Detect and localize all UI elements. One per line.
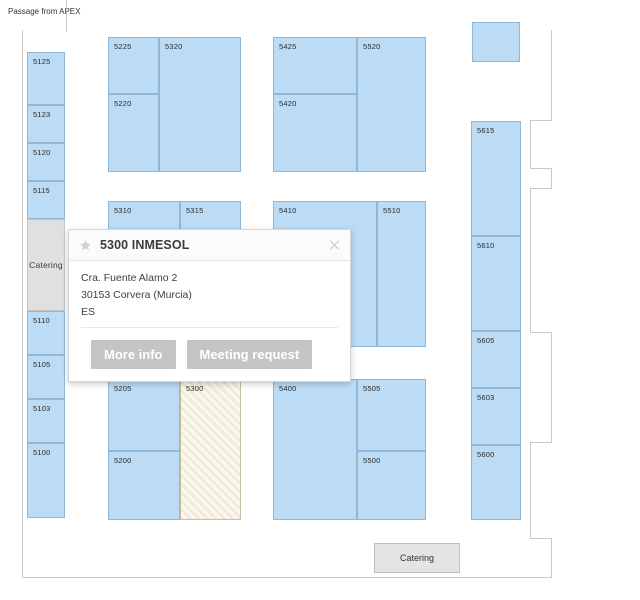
- booth-5300-selected[interactable]: 5300: [180, 379, 241, 520]
- booth-label: 5500: [363, 456, 381, 465]
- hall-bottom-wall: [22, 577, 552, 578]
- booth-5510[interactable]: 5510: [377, 201, 426, 347]
- booth-5103[interactable]: 5103: [27, 399, 65, 443]
- booth-5220[interactable]: 5220: [108, 94, 159, 172]
- right-wall-seg-2: [551, 168, 552, 188]
- booth-label: 5320: [165, 42, 183, 51]
- address-line-3: ES: [81, 306, 96, 318]
- popup-body: Cra. Fuente Alamo 2 30153 Corvera (Murci…: [69, 261, 350, 332]
- booth-5615[interactable]: 5615: [471, 121, 521, 236]
- booth-5605[interactable]: 5605: [471, 331, 521, 388]
- booth-label: 5103: [33, 404, 51, 413]
- booth-label: 5315: [186, 206, 204, 215]
- right-wall-seg-1: [551, 30, 552, 120]
- booth-5205[interactable]: 5205: [108, 379, 180, 451]
- booth-label: 5603: [477, 393, 495, 402]
- booth-5110[interactable]: 5110: [27, 311, 65, 355]
- booth-label: 5105: [33, 360, 51, 369]
- address-line-2: 30153 Corvera (Murcia): [81, 289, 192, 301]
- right-wall-notch-3-top: [530, 442, 552, 443]
- passage-label: Passage from APEX: [8, 7, 81, 16]
- booth-label: 5300: [186, 384, 204, 393]
- booth-5600[interactable]: 5600: [471, 445, 521, 520]
- booth-5610[interactable]: 5610: [471, 236, 521, 331]
- booth-label: 5615: [477, 126, 495, 135]
- booth-info-popup[interactable]: 5300 INMESOL Cra. Fuente Alamo 2 30153 C…: [68, 229, 351, 382]
- booth-5123[interactable]: 5123: [27, 105, 65, 143]
- catering-area-left[interactable]: Catering: [27, 219, 65, 311]
- booth-label: 5125: [33, 57, 51, 66]
- booth-label: 5410: [279, 206, 297, 215]
- booth-label: 5400: [279, 384, 297, 393]
- booth-5425[interactable]: 5425: [273, 37, 357, 94]
- booth-label: 5510: [383, 206, 401, 215]
- passage-wall-line: [66, 0, 67, 32]
- booth-label: 5425: [279, 42, 297, 51]
- address-line-1: Cra. Fuente Alamo 2: [81, 272, 178, 284]
- right-wall-notch-2-top: [530, 188, 552, 189]
- popup-divider: [81, 327, 338, 328]
- booth-label: 5520: [363, 42, 381, 51]
- booth-label: 5220: [114, 99, 132, 108]
- popup-actions: More info Meeting request: [69, 332, 350, 381]
- right-wall-notch-1-top: [530, 120, 552, 121]
- booth-label: 5205: [114, 384, 132, 393]
- booth-label: 5115: [33, 186, 50, 195]
- right-wall-notch-1-bot: [530, 168, 552, 169]
- booth-label: 5123: [33, 110, 51, 119]
- right-wall-notch-1-side: [530, 120, 531, 168]
- right-wall-seg-4: [551, 538, 552, 578]
- booth-label: 5200: [114, 456, 132, 465]
- popup-header: 5300 INMESOL: [69, 230, 350, 261]
- meeting-request-button[interactable]: Meeting request: [186, 340, 313, 369]
- booth-5603[interactable]: 5603: [471, 388, 521, 445]
- favorite-star-icon[interactable]: [79, 239, 92, 252]
- booth-label: 5225: [114, 42, 132, 51]
- booth-label: 5310: [114, 206, 132, 215]
- booth-label: 5420: [279, 99, 297, 108]
- booth-5225[interactable]: 5225: [108, 37, 159, 94]
- right-wall-notch-3-bot: [530, 538, 552, 539]
- booth-label: 5610: [477, 241, 495, 250]
- right-wall-notch-3-side: [530, 442, 531, 538]
- booth-5320[interactable]: 5320: [159, 37, 241, 172]
- right-wall-seg-3: [551, 332, 552, 442]
- booth-label: 5110: [33, 316, 50, 325]
- booth-5200[interactable]: 5200: [108, 451, 180, 520]
- booth-5105[interactable]: 5105: [27, 355, 65, 399]
- booth-5125[interactable]: 5125: [27, 52, 65, 105]
- right-wall-notch-2-side: [530, 188, 531, 332]
- catering-bottom-label: Catering: [399, 553, 435, 563]
- booth-5120[interactable]: 5120: [27, 143, 65, 181]
- booth-5505[interactable]: 5505: [357, 379, 426, 451]
- booth-label: 5600: [477, 450, 495, 459]
- more-info-button[interactable]: More info: [91, 340, 176, 369]
- booth-5420[interactable]: 5420: [273, 94, 357, 172]
- booth-5500[interactable]: 5500: [357, 451, 426, 520]
- booth-label: 5505: [363, 384, 381, 393]
- booth-5400[interactable]: 5400: [273, 379, 357, 520]
- booth-5115[interactable]: 5115: [27, 181, 65, 219]
- popup-title: 5300 INMESOL: [100, 238, 190, 252]
- booth-label: 5605: [477, 336, 495, 345]
- booth-label: 5100: [33, 448, 51, 457]
- catering-area-bottom[interactable]: Catering: [374, 543, 460, 573]
- booth-5520[interactable]: 5520: [357, 37, 426, 172]
- right-wall-notch-2-bot: [530, 332, 552, 333]
- booth-5100[interactable]: 5100: [27, 443, 65, 518]
- booth-label: 5120: [33, 148, 51, 157]
- catering-left-label: Catering: [29, 259, 63, 270]
- close-icon[interactable]: [328, 239, 341, 252]
- booth-unlabeled-top-right[interactable]: [472, 22, 520, 62]
